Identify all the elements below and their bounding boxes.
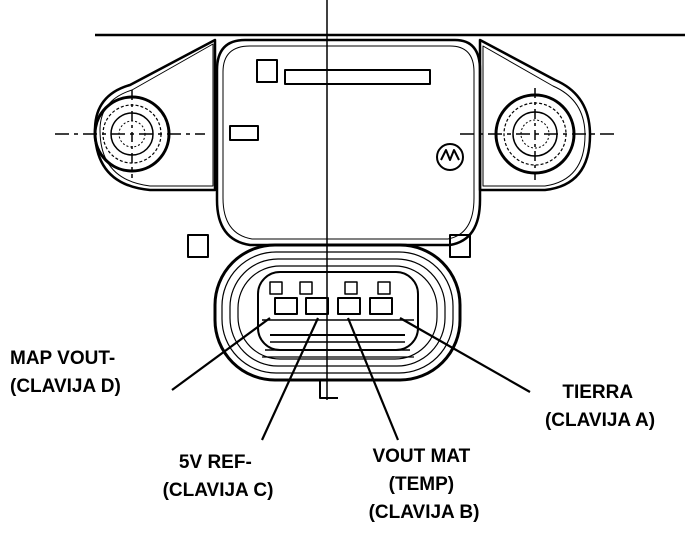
bottom-key: [319, 380, 338, 399]
left-mounting-ear: [55, 38, 217, 192]
pin-labels: MAP VOUT- (CLAVIJA D) 5V REF- (CLAVIJA C…: [10, 348, 655, 523]
long-slot-mark: [284, 69, 431, 85]
manufacturer-logo-mark: [436, 143, 464, 171]
leader-line-c: [261, 317, 319, 441]
label-vout-mat: VOUT MAT (TEMP) (CLAVIJA B): [369, 446, 480, 523]
left-connector-tab: [187, 234, 209, 258]
leader-line-a: [399, 317, 531, 393]
label-5v-ref: 5V REF- (CLAVIJA C): [163, 452, 274, 501]
connector-shroud: [213, 243, 462, 382]
sensor-drawing: [55, 0, 685, 400]
label-tierra: TIERRA (CLAVIJA A): [545, 382, 655, 431]
small-square-mark: [256, 59, 278, 83]
short-slot-mark: [229, 125, 259, 141]
pin-slot-a: [369, 297, 393, 315]
right-connector-tab: [449, 234, 471, 258]
label-map-vout: MAP VOUT- (CLAVIJA D): [10, 348, 121, 397]
pin-slot-c: [305, 297, 329, 315]
pin-slot-d: [274, 297, 298, 315]
right-mounting-ear: [460, 38, 615, 192]
leader-lines: [171, 317, 531, 441]
leader-line-d: [171, 317, 271, 391]
pin-slot-b: [337, 297, 361, 315]
leader-line-b: [346, 317, 400, 441]
